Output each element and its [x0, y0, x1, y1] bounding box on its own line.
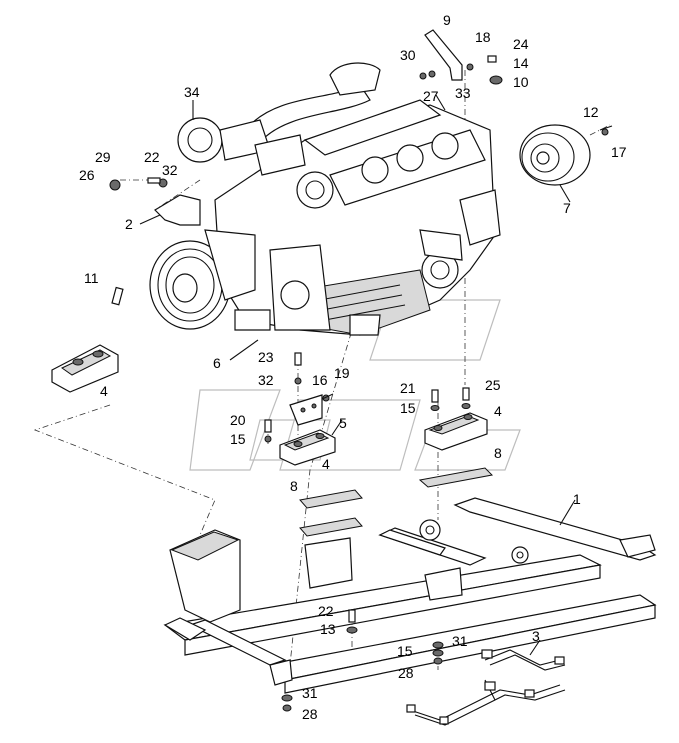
mount-centre — [279, 429, 336, 466]
callout-31: 31 — [302, 685, 318, 701]
callout-32: 32 — [162, 162, 178, 178]
callout-9: 9 — [443, 12, 451, 28]
bracket-9 — [424, 29, 463, 81]
callout-1: 1 — [573, 491, 581, 507]
bracket-2 — [154, 194, 201, 226]
callout-22: 22 — [318, 603, 334, 619]
fasteners-centre — [264, 352, 334, 443]
engine-assembly — [149, 62, 501, 336]
callout-28: 28 — [398, 665, 414, 681]
callout-5: 5 — [339, 415, 347, 431]
subframe — [163, 497, 657, 694]
callout-7: 7 — [563, 200, 571, 216]
harness-3 — [406, 649, 566, 726]
callout-21: 21 — [400, 380, 416, 396]
fasteners-bottom — [281, 609, 444, 712]
callout-11: 11 — [84, 270, 99, 286]
callout-30: 30 — [400, 47, 416, 63]
callout-3: 3 — [532, 628, 540, 644]
callout-19: 19 — [334, 365, 350, 381]
callout-33: 33 — [455, 85, 471, 101]
callout-34: 34 — [184, 84, 200, 100]
callout-24: 24 — [513, 36, 529, 52]
callout-28: 28 — [302, 706, 318, 722]
callout-18: 18 — [475, 29, 491, 45]
stud-11 — [111, 286, 124, 306]
callout-labels: 9 18 24 30 14 10 33 27 34 12 17 29 22 26… — [79, 12, 627, 722]
callout-13: 13 — [320, 621, 336, 637]
callout-15: 15 — [230, 431, 246, 447]
callout-15: 15 — [400, 400, 416, 416]
callout-8: 8 — [494, 445, 502, 461]
callout-14: 14 — [513, 55, 529, 71]
callout-4: 4 — [100, 383, 108, 399]
callout-27: 27 — [423, 88, 439, 104]
callout-26: 26 — [79, 167, 95, 183]
callout-15: 15 — [397, 643, 413, 659]
callout-23: 23 — [258, 349, 274, 365]
callout-29: 29 — [95, 149, 111, 165]
callout-20: 20 — [230, 412, 246, 428]
callout-17: 17 — [611, 144, 627, 160]
callout-6: 6 — [213, 355, 221, 371]
mount-right — [424, 387, 488, 451]
callout-12: 12 — [583, 104, 599, 120]
pads-8 — [299, 467, 494, 537]
callout-32: 32 — [258, 372, 274, 388]
callout-4: 4 — [322, 456, 330, 472]
callout-25: 25 — [485, 377, 501, 393]
bracket-16 — [289, 394, 323, 426]
fasteners-top — [109, 55, 613, 191]
callout-2: 2 — [125, 216, 133, 232]
callout-10: 10 — [513, 74, 529, 90]
callout-16: 16 — [312, 372, 328, 388]
mount-left — [51, 344, 119, 393]
callout-22: 22 — [144, 149, 160, 165]
callout-4: 4 — [494, 403, 502, 419]
flywheel — [519, 124, 591, 186]
callout-8: 8 — [290, 478, 298, 494]
callout-31: 31 — [452, 633, 468, 649]
leader-lines — [139, 94, 576, 656]
